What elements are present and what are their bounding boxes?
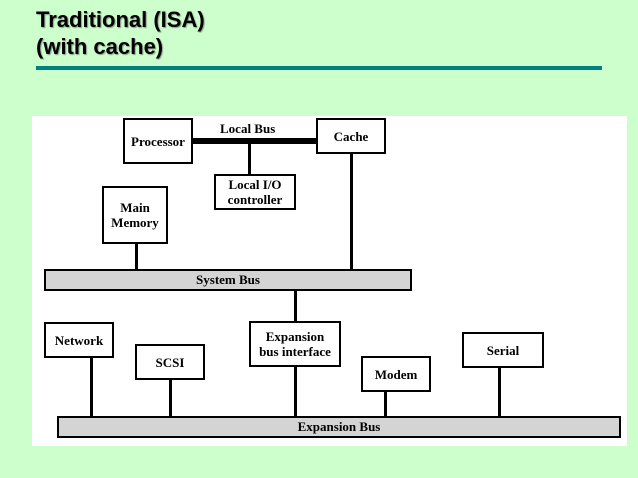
expansion-bus-interface-box: Expansion bus interface [249,321,341,367]
processor-box: Processor [123,118,193,164]
main-memory-connector [135,244,138,270]
local-io-label-1: Local I/O [228,177,282,192]
local-bus-label: Local Bus [220,121,276,136]
bus-architecture-diagram: Local Bus Processor Cache Local I/O cont… [32,116,627,446]
scsi-box: SCSI [135,344,205,380]
slide-title: Traditional (ISA) (with cache) [36,6,205,60]
serial-label: Serial [486,342,520,358]
serial-box: Serial [462,332,544,368]
expansion-interface-label-2: bus interface [259,344,331,359]
scsi-connector [169,378,172,418]
modem-box: Modem [361,356,431,392]
system-bus-label: System Bus [196,272,260,287]
processor-label: Processor [131,133,185,149]
local-bus-line [192,138,318,144]
main-memory-box: Main Memory [102,186,168,244]
main-memory-label-2: Memory [111,215,159,230]
local-io-label-2: controller [227,192,283,207]
expansion-interface-label-1: Expansion [265,329,325,344]
modem-connector [384,390,387,418]
title-rule [36,66,602,70]
system-bus: System Bus [44,269,412,291]
local-io-connector [248,142,251,175]
modem-label: Modem [374,366,418,382]
title-line-1: Traditional (ISA) [36,7,205,32]
system-to-expansion-connector [294,290,297,322]
scsi-label: SCSI [155,354,185,370]
serial-connector [498,366,501,418]
main-memory-label-1: Main [120,200,150,215]
local-io-controller-box: Local I/O controller [214,174,296,210]
expansion-interface-connector [294,366,297,418]
cache-box: Cache [316,118,386,154]
network-label: Network [54,332,104,348]
expansion-bus-label: Expansion Bus [297,419,381,434]
cache-label: Cache [333,128,369,144]
expansion-bus: Expansion Bus [57,416,621,438]
network-box: Network [44,322,114,358]
cache-connector [350,152,353,270]
title-line-2: (with cache) [36,34,164,59]
network-connector [90,356,93,418]
